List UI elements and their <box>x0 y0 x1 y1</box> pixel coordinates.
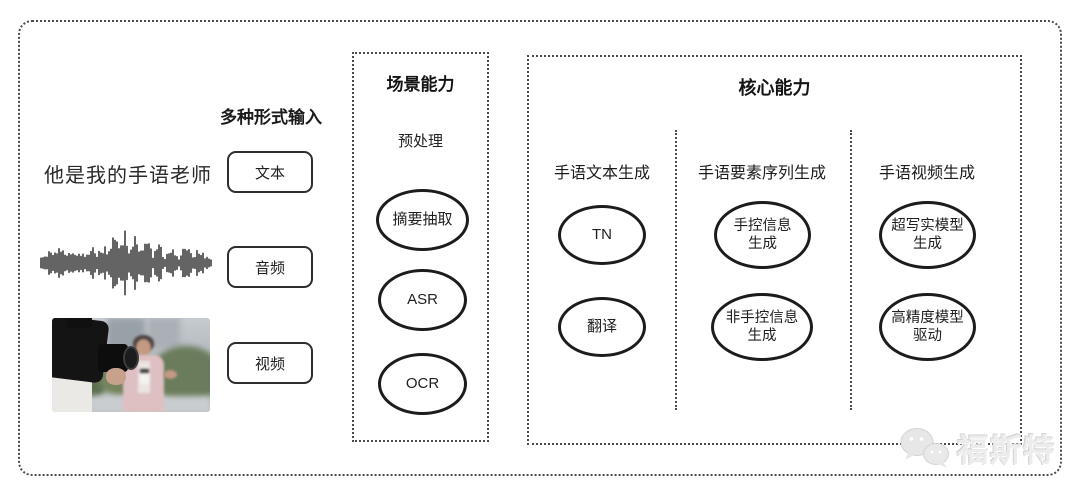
node-ocr: OCR <box>378 353 467 415</box>
core-box-title: 核心能力 <box>738 78 811 98</box>
photo-camera-top <box>66 318 92 328</box>
photo-cameraman-hand <box>106 368 126 385</box>
column-divider <box>850 130 852 410</box>
core-capability-box: 核心能力 手语文本生成 手语要素序列生成 手语视频生成 TN 翻译 手控信息 生… <box>527 55 1022 445</box>
node-manual-feature-generation: 手控信息 生成 <box>714 201 811 269</box>
input-heading: 多种形式输入 <box>220 108 322 127</box>
column-header-sign-video-generation: 手语视频生成 <box>878 165 975 182</box>
watermark-label: 福斯特 <box>957 433 1056 468</box>
node-non-manual-feature-generation: 非手控信息 生成 <box>711 293 813 361</box>
input-type-text-box: 文本 <box>227 151 313 193</box>
preprocessing-label: 预处理 <box>397 133 443 150</box>
column-header-sign-element-sequence-generation: 手语要素序列生成 <box>697 165 826 182</box>
outer-dotted-frame <box>18 20 1062 476</box>
input-type-video-label: 视频 <box>254 355 285 373</box>
input-type-video-box: 视频 <box>227 342 313 384</box>
photo-reporter-hand <box>164 370 177 379</box>
node-summary-extraction: 摘要抽取 <box>376 189 469 251</box>
photo-camera-lens-ring <box>123 346 139 370</box>
sample-sentence: 他是我的手语老师 <box>44 165 212 187</box>
photo-microphone <box>140 369 149 384</box>
column-header-sign-text-generation: 手语文本生成 <box>553 165 650 182</box>
watermark: 福斯特 <box>898 425 1056 470</box>
node-hyperrealistic-model-generation: 超写实模型 生成 <box>879 201 976 269</box>
audio-waveform-icon <box>40 230 212 296</box>
input-type-audio-label: 音频 <box>254 259 285 277</box>
node-high-precision-model-driving: 高精度模型 驱动 <box>879 293 976 361</box>
column-divider <box>675 130 677 410</box>
node-tn: TN <box>558 205 646 265</box>
scene-box-title: 场景能力 <box>386 75 455 94</box>
scene-capability-box: 场景能力 预处理 摘要抽取 ASR OCR <box>352 52 489 442</box>
input-type-text-label: 文本 <box>254 164 285 182</box>
node-translation: 翻译 <box>558 297 646 357</box>
photo-reporter-head <box>136 339 151 356</box>
wechat-bubbles-icon <box>900 427 949 468</box>
input-type-audio-box: 音频 <box>227 246 313 288</box>
video-thumbnail <box>52 318 210 412</box>
node-asr: ASR <box>378 269 467 331</box>
